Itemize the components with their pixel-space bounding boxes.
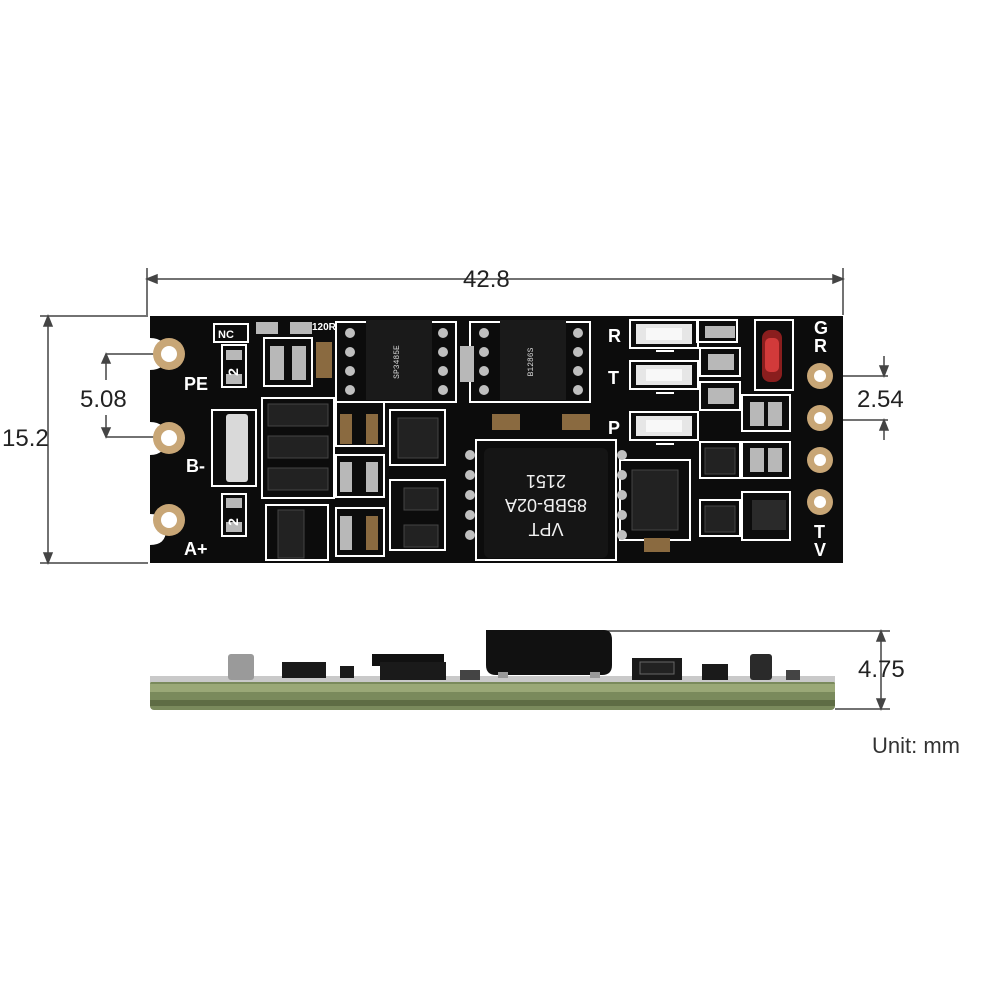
side-transformer bbox=[486, 630, 612, 675]
transformer-line1: VPT bbox=[528, 519, 563, 539]
transformer-line3: 2151 bbox=[526, 471, 566, 491]
ic-u1 bbox=[366, 320, 432, 400]
pin-spacing-left-label: 5.08 bbox=[80, 386, 127, 413]
right-label-r: R bbox=[814, 336, 827, 356]
led-label-t: T bbox=[608, 368, 619, 388]
label-120r: 120R bbox=[312, 322, 337, 333]
tvs-2 bbox=[267, 435, 329, 459]
right-label-v: V bbox=[814, 540, 826, 560]
height-label: 15.2 bbox=[2, 425, 49, 452]
transformer-line2: 85BB-02A bbox=[505, 495, 587, 515]
tvs-1 bbox=[267, 403, 329, 427]
tvs-3 bbox=[267, 467, 329, 491]
arrow-right bbox=[832, 273, 846, 285]
label-pe: PE bbox=[184, 374, 208, 394]
ic-u2-marking: B1286S bbox=[527, 347, 536, 376]
led-label-r: R bbox=[608, 326, 621, 346]
arrow-down bbox=[42, 552, 54, 566]
led-label-p: P bbox=[608, 418, 620, 438]
ic-u2 bbox=[500, 320, 566, 400]
transformer: VPT 85BB-02A 2151 bbox=[465, 448, 627, 558]
right-label-g: G bbox=[814, 318, 828, 338]
pin-spacing-right-label: 2.54 bbox=[857, 386, 904, 413]
right-pads bbox=[807, 363, 833, 515]
thickness-label: 4.75 bbox=[858, 656, 905, 683]
arrow-left bbox=[144, 273, 158, 285]
side-tvs bbox=[282, 662, 326, 678]
label-nc: NC bbox=[218, 329, 234, 341]
label-a-plus: A+ bbox=[184, 539, 208, 559]
cap-1 bbox=[316, 342, 332, 378]
unit-label: Unit: mm bbox=[872, 733, 960, 758]
jumper-mark-1: 2 bbox=[225, 368, 241, 376]
right-label-t: T bbox=[814, 522, 825, 542]
red-diode bbox=[762, 330, 782, 382]
ic-u4 bbox=[631, 469, 679, 531]
diode-1 bbox=[403, 487, 439, 511]
left-pads bbox=[153, 338, 185, 536]
arrow-up bbox=[42, 313, 54, 327]
jumper-mark-2: 2 bbox=[225, 518, 241, 526]
side-fuse bbox=[228, 654, 254, 680]
ic-u3 bbox=[397, 417, 439, 459]
label-b-minus: B- bbox=[186, 456, 205, 476]
diode-2 bbox=[403, 524, 439, 548]
width-label: 42.8 bbox=[463, 266, 510, 293]
mosfet-1 bbox=[277, 509, 305, 559]
side-diode bbox=[750, 654, 772, 680]
leds bbox=[629, 319, 699, 441]
ic-u1-marking: SP3485E bbox=[393, 345, 402, 379]
fuse bbox=[226, 414, 248, 482]
